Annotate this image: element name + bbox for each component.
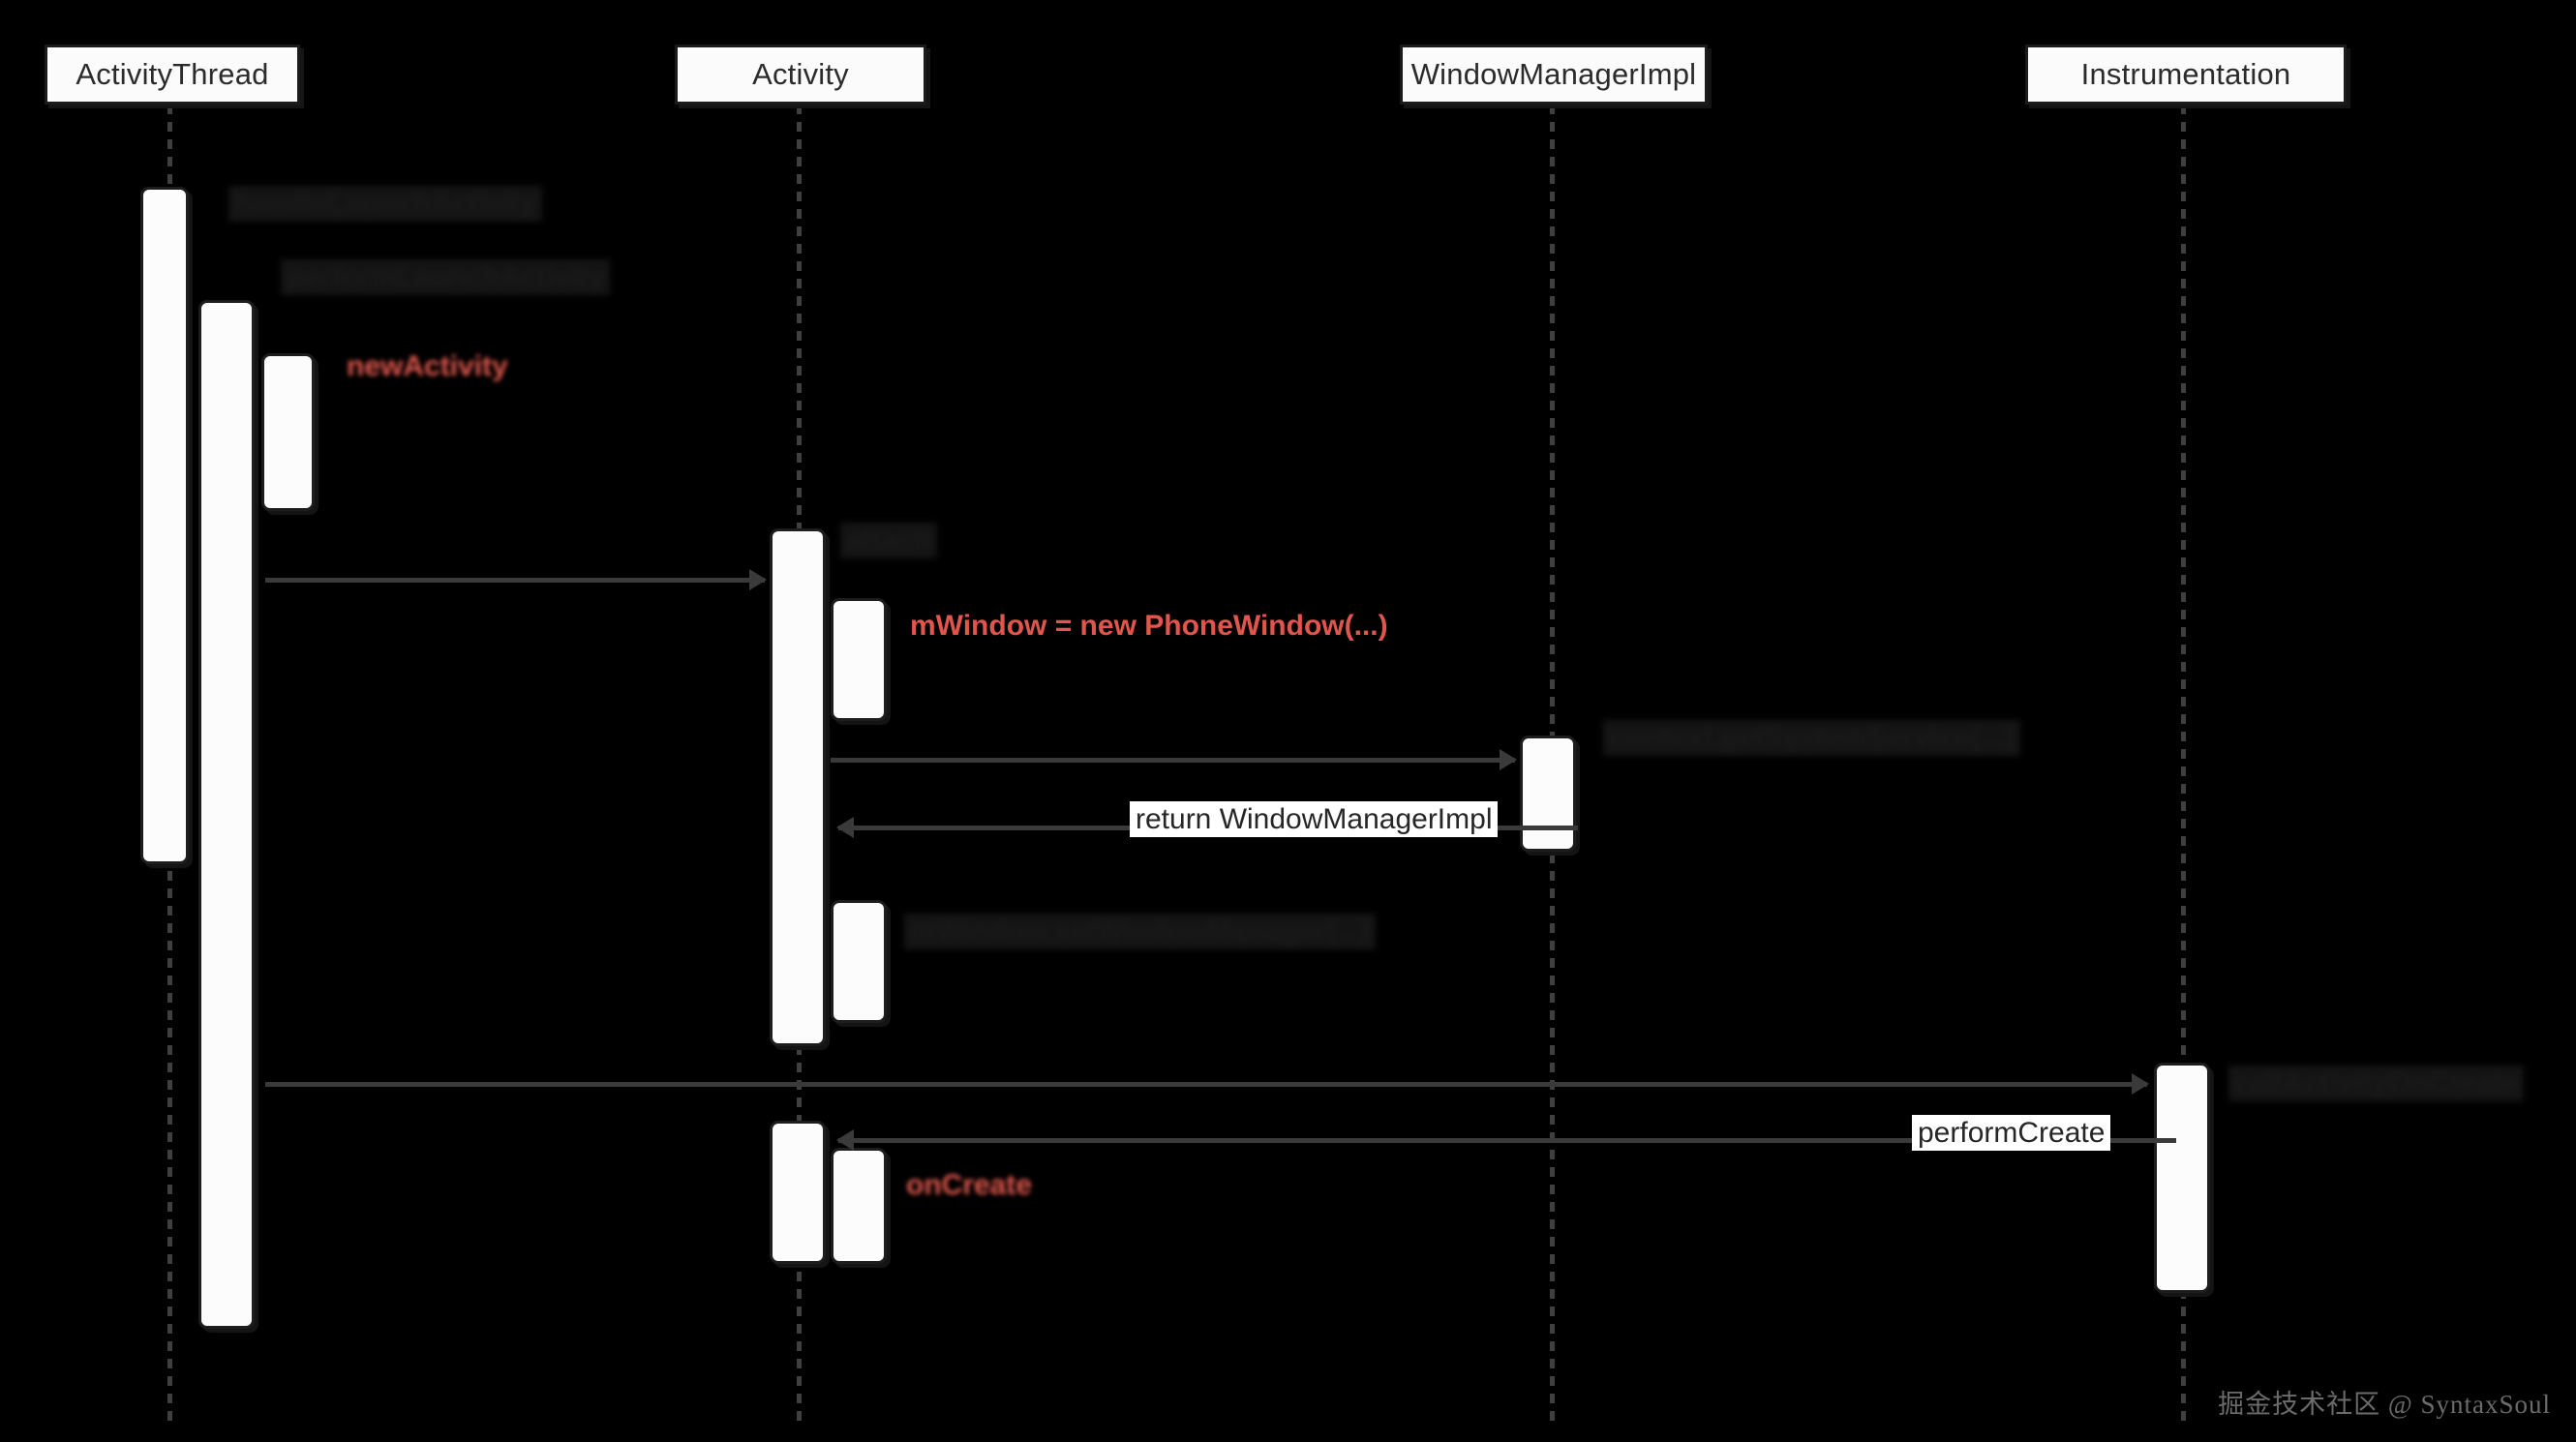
participant-windowmanagerimpl[interactable]: WindowManagerImpl — [1400, 45, 1708, 105]
arrow-head-m7 — [836, 817, 854, 838]
arrow-head-m10 — [836, 1129, 854, 1151]
arrow-head-m4 — [749, 569, 767, 590]
message-label-m5: mWindow = new PhoneWindow(...) — [910, 610, 1388, 642]
message-line-m9 — [265, 1082, 2147, 1087]
message-line-m10 — [838, 1138, 2176, 1143]
participant-instrumentation[interactable]: Instrumentation — [2025, 45, 2347, 105]
message-label-m3: newActivity — [347, 350, 508, 382]
message-label-m2: performLaunchActivity — [281, 259, 611, 295]
activation-at-outer — [140, 187, 189, 864]
participant-label: WindowManagerImpl — [1410, 57, 1697, 91]
arrow-head-m6 — [1500, 749, 1517, 770]
activation-wmi-1 — [1520, 736, 1576, 852]
message-label-m7: return WindowManagerImpl — [1130, 801, 1499, 837]
participant-label: ActivityThread — [76, 57, 269, 91]
message-label-m1: handleLaunchActivity — [228, 186, 542, 222]
activation-ac-wm — [831, 900, 887, 1023]
activation-at-mid — [198, 300, 255, 1329]
participant-activitythread[interactable]: ActivityThread — [45, 45, 300, 105]
message-label-m10: performCreate — [1912, 1115, 2111, 1151]
message-label-m6: context.getSystemService(...) — [1603, 720, 2020, 756]
activation-ac-oncr — [831, 1148, 887, 1264]
watermark: 掘金技术社区 @ SyntaxSoul — [2218, 1390, 2551, 1419]
activation-ac-create — [770, 1121, 826, 1264]
lifeline-instrumentation — [2181, 105, 2186, 1421]
participant-label: Instrumentation — [2080, 57, 2291, 91]
participant-label: Activity — [752, 57, 849, 91]
message-label-m9: callActivityOnCreate — [2228, 1066, 2525, 1101]
arrow-head-m9 — [2132, 1073, 2149, 1095]
message-line-m4 — [265, 578, 765, 583]
message-label-m8: mWindow.setWindowManager(...) — [904, 914, 1377, 949]
activation-ac-outer — [770, 528, 826, 1046]
message-line-m6 — [831, 758, 1515, 763]
participant-activity[interactable]: Activity — [675, 45, 926, 105]
activation-in-1 — [2154, 1063, 2210, 1293]
message-label-m4: attach — [840, 523, 938, 558]
message-label-m11: onCreate — [906, 1169, 1033, 1201]
activation-at-inner — [261, 353, 315, 511]
activation-ac-win — [831, 598, 887, 721]
